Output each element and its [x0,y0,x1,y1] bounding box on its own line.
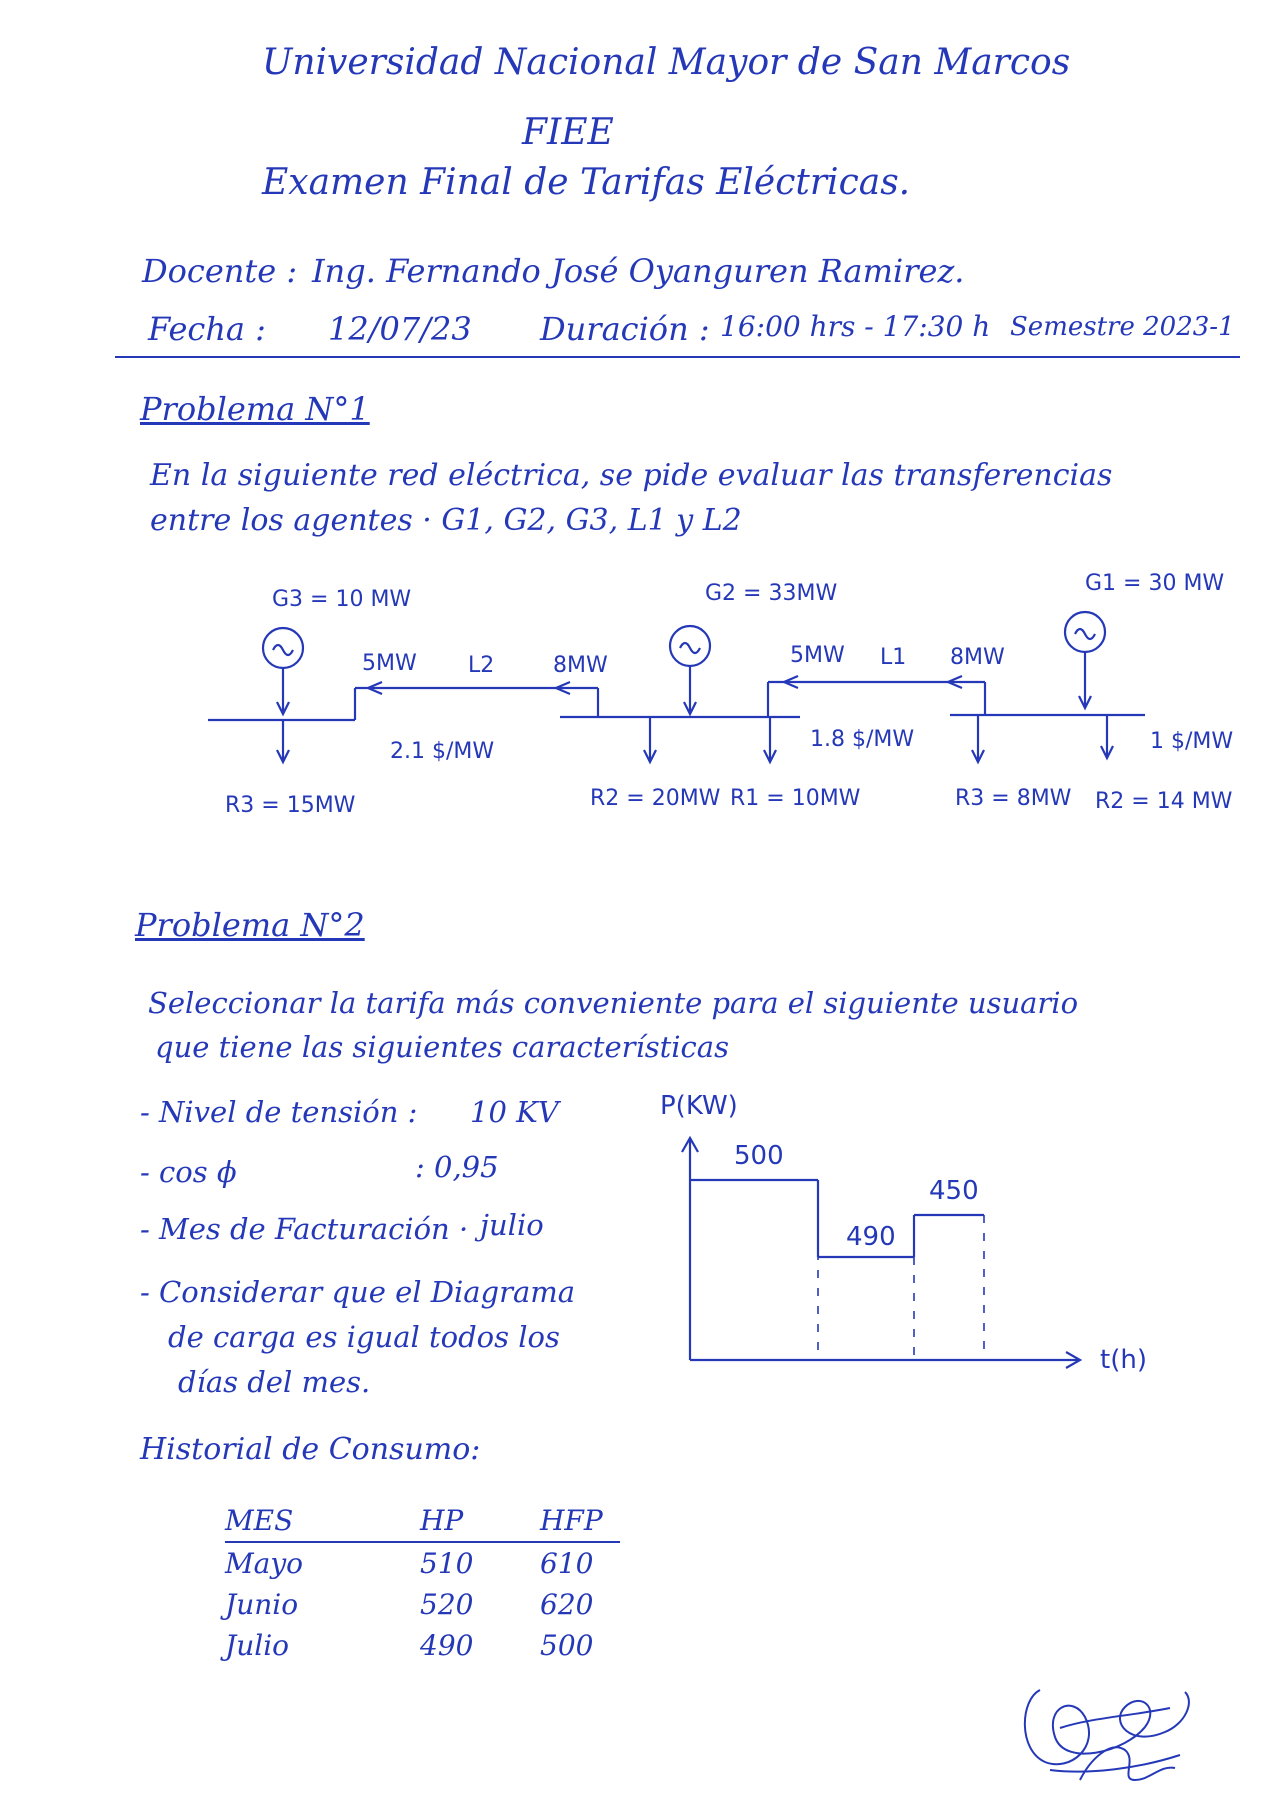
chart-y-arrow-icon [681,1135,699,1153]
teacher-name: Ing. Fernando José Oyanguren Ramirez. [312,252,965,290]
item-cos-value: : 0,95 [415,1150,499,1184]
teacher-label: Docente : [142,252,298,290]
history-table: MES HP HFP Mayo 510 610 Junio 520 620 Ju… [225,1500,620,1666]
item-cos-label: - cos ϕ [140,1155,237,1189]
faculty-name: FIEE [522,112,614,153]
label-r1-mid: R1 = 10MW [730,786,861,811]
label-g2: G2 = 33MW [705,581,837,606]
label-price-l1: 1.8 $/MW [810,727,914,752]
header-rule [115,356,1240,358]
history-header-mes: MES [225,1500,420,1543]
chart-value-label: 500 [734,1141,784,1171]
table-row: Julio 490 500 [225,1625,620,1666]
label-price-g1: 1 $/MW [1150,729,1233,754]
chart-value-label: 450 [929,1176,979,1206]
history-cell-hfp: 610 [540,1547,594,1580]
history-header-hfp: HFP [540,1500,620,1543]
history-cell-month: Mayo [225,1547,304,1580]
history-cell-hfp: 620 [540,1588,594,1621]
table-row: Mayo 510 610 [225,1542,620,1584]
exam-title: Examen Final de Tarifas Eléctricas. [262,162,911,203]
label-r2-right: R2 = 14 MW [1095,789,1233,814]
note-line3: días del mes. [178,1365,371,1399]
problem1-title: Problema N°1 [140,390,370,428]
label-price-l2: 2.1 $/MW [390,739,494,764]
duration-value: 16:00 hrs - 17:30 h [720,310,991,343]
history-cell-month: Julio [225,1629,290,1662]
history-header-hp: HP [420,1500,540,1543]
history-title: Historial de Consumo: [140,1432,481,1467]
note-line2: de carga es igual todos los [168,1320,560,1354]
note-line1: - Considerar que el Diagrama [140,1275,576,1309]
university-name: Universidad Nacional Mayor de San Marcos [262,42,1071,83]
item-billing-label: - Mes de Facturación · [140,1212,469,1246]
history-cell-month: Junio [225,1588,299,1621]
item-tension-value: 10 KV [470,1095,559,1129]
label-l2-name: L2 [468,653,494,678]
history-cell-hfp: 500 [540,1629,594,1662]
chart-xlabel: t(h) [1100,1345,1147,1375]
duration-label: Duración : [540,310,710,348]
problem2-statement-line1: Seleccionar la tarifa más conveniente pa… [148,986,1079,1020]
history-cell-hp: 490 [420,1629,474,1662]
problem1-statement-line2: entre los agentes · G1, G2, G3, L1 y L2 [150,503,742,538]
label-r3-right: R3 = 8MW [955,786,1072,811]
item-billing-value: julio [480,1208,544,1242]
label-g3: G3 = 10 MW [272,587,411,612]
label-l2-left: 5MW [362,651,417,676]
date-label: Fecha : [148,310,266,348]
chart-x-arrow-icon [1065,1351,1083,1369]
label-r3-left: R3 = 15MW [225,793,356,818]
label-l1-left: 5MW [790,643,845,668]
table-row: Junio 520 620 [225,1584,620,1625]
label-l2-right: 8MW [553,653,608,678]
history-header-row: MES HP HFP [225,1500,620,1543]
label-g1: G1 = 30 MW [1085,571,1224,596]
date-value: 12/07/23 [328,310,472,348]
history-cell-hp: 520 [420,1588,474,1621]
label-l1-right: 8MW [950,645,1005,670]
item-tension-label: - Nivel de tensión : [140,1095,418,1129]
problem1-statement-line1: En la siguiente red eléctrica, se pide e… [150,458,1113,493]
chart-value-label: 490 [846,1222,896,1252]
label-r2-mid: R2 = 20MW [590,786,721,811]
generator-g1-icon [1063,610,1107,654]
generator-g3-icon [261,626,305,670]
generator-g2-icon [668,624,712,668]
chart-ylabel: P(KW) [660,1091,738,1121]
history-cell-hp: 510 [420,1547,474,1580]
problem2-title: Problema N°2 [135,906,365,944]
problem2-statement-line2: que tiene las siguientes características [155,1030,729,1064]
label-l1-name: L1 [880,645,906,670]
semester: Semestre 2023-1 [1010,312,1235,342]
